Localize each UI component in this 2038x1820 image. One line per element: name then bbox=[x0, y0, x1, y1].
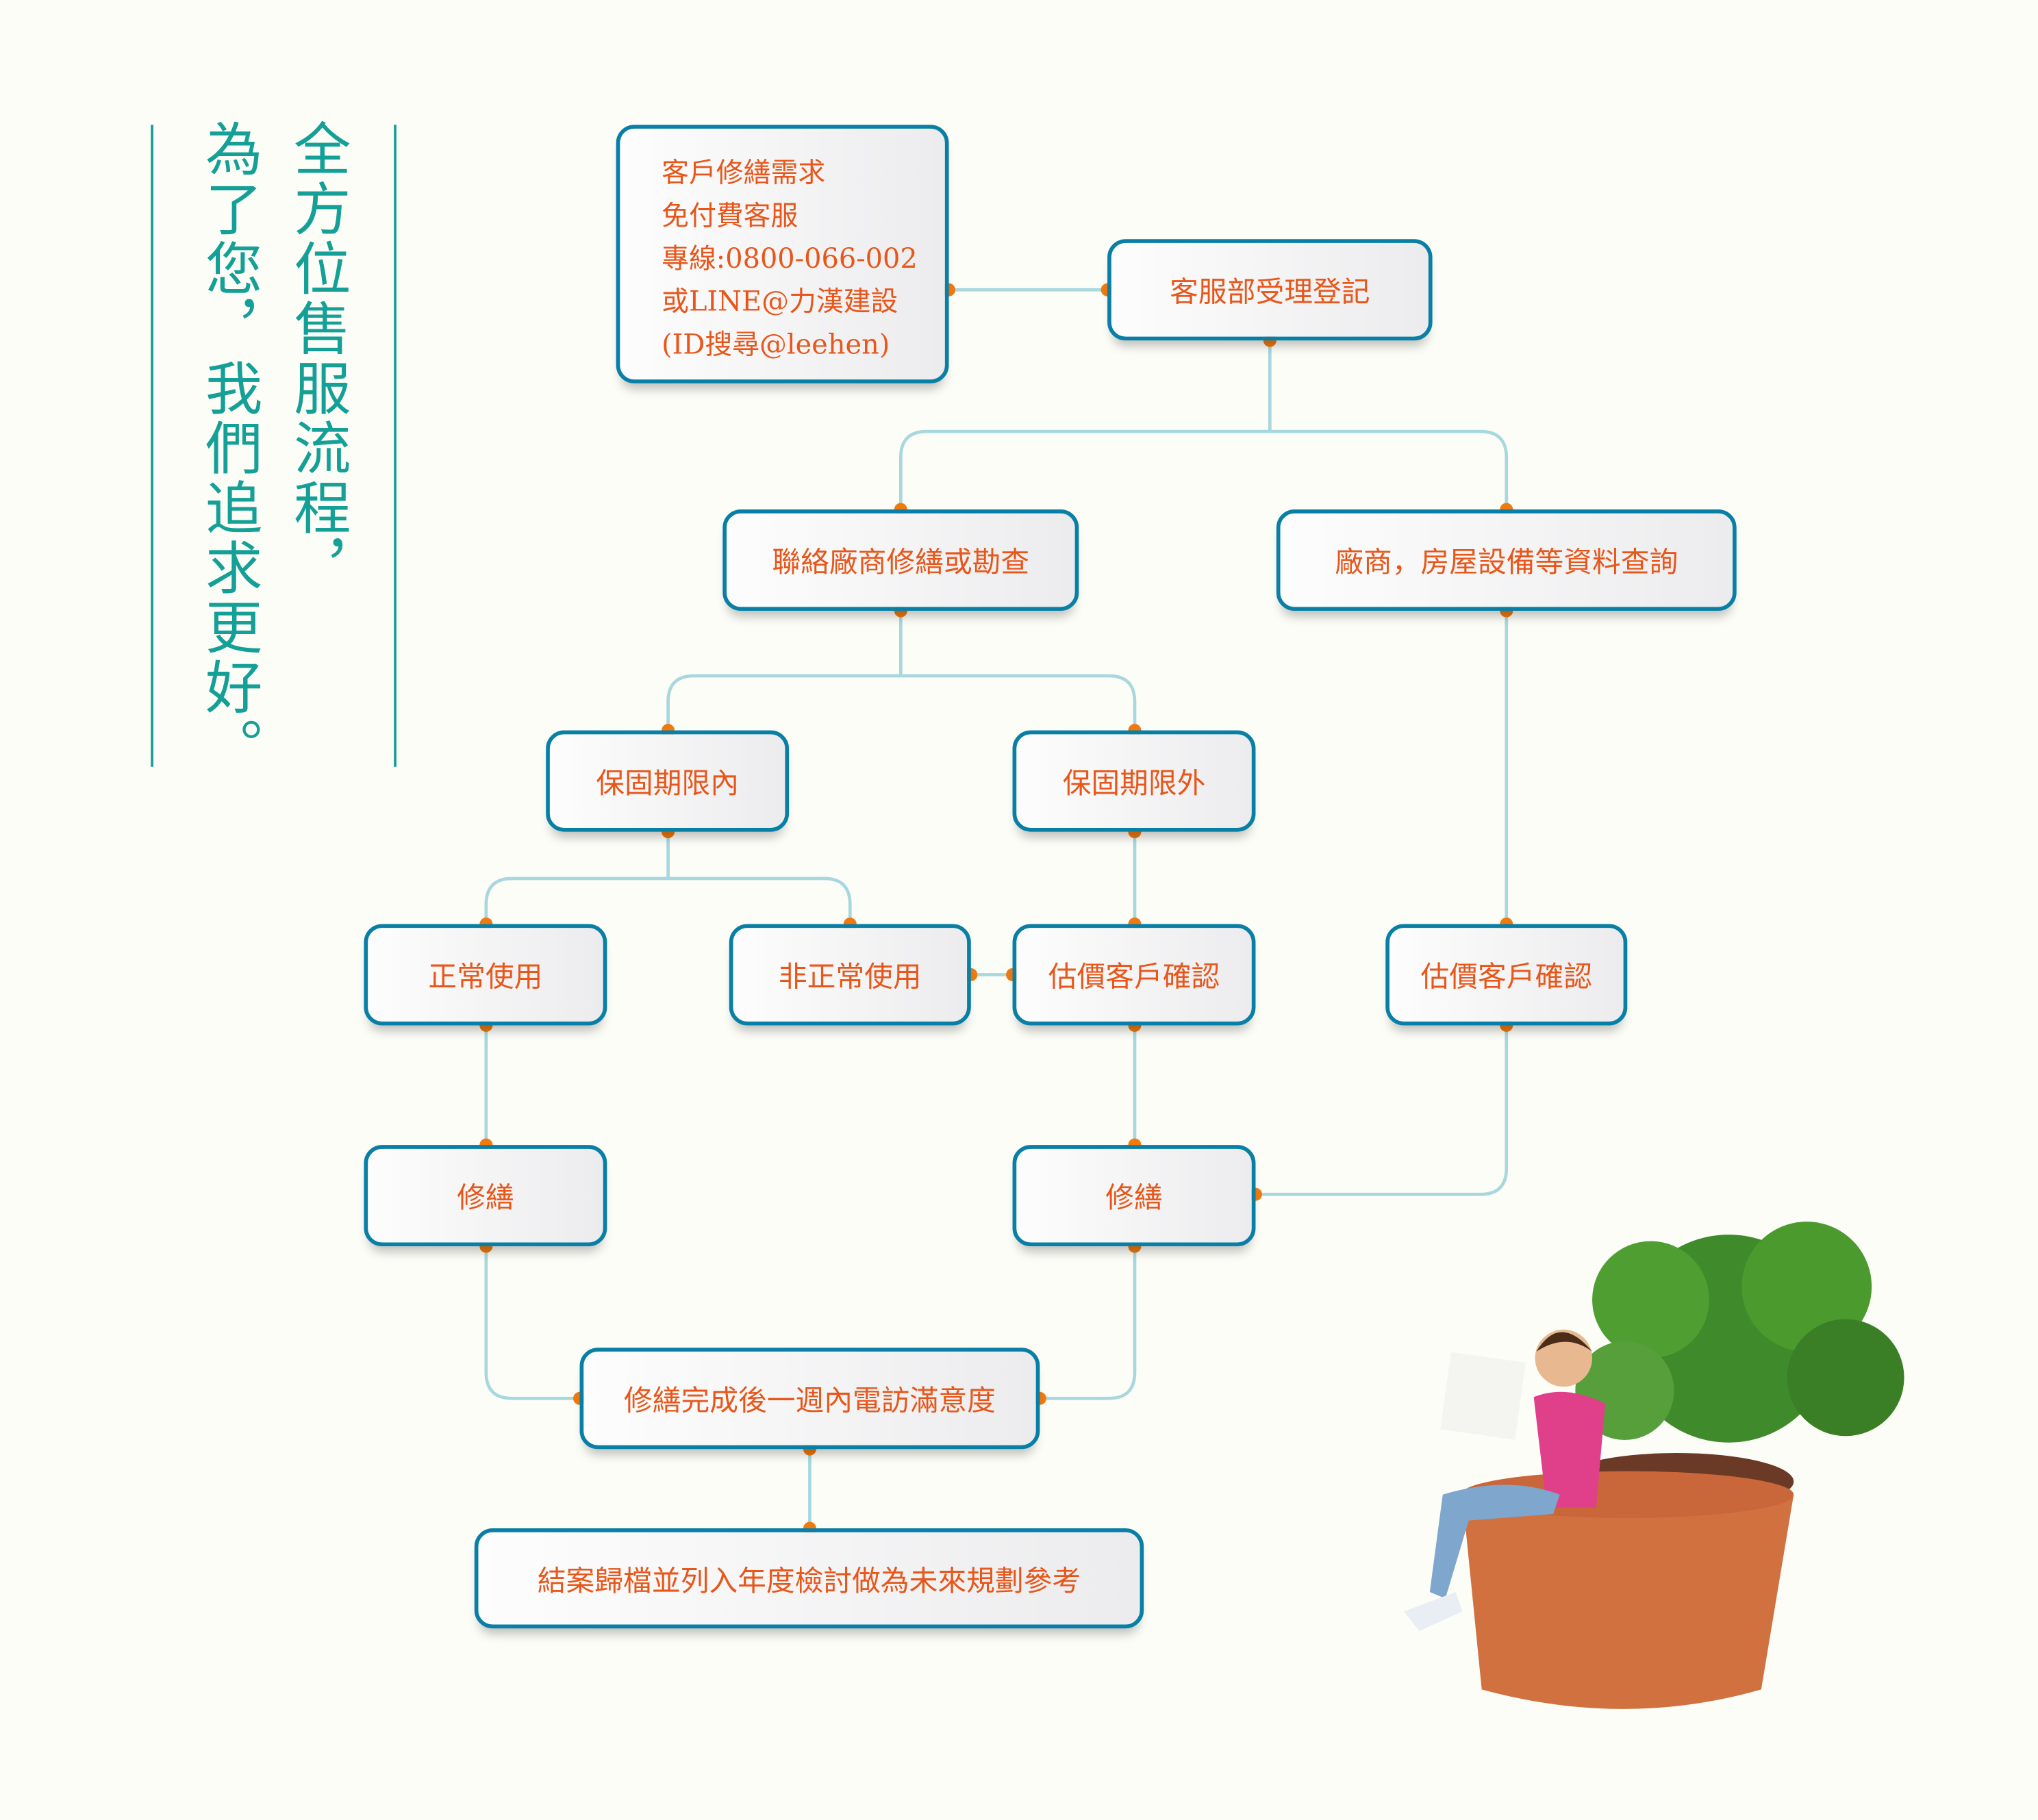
boy bbox=[1403, 1329, 1606, 1631]
intake-line: 客戶修繕需求 bbox=[662, 157, 826, 189]
step-in-warranty: 保固期限內 bbox=[546, 730, 790, 832]
step-close-archive: 結案歸檔並列入年度檢討做為未來規劃參考 bbox=[474, 1528, 1144, 1629]
plant-bush bbox=[1575, 1222, 1904, 1443]
step-quote-confirm-b: 估價客戶確認 bbox=[1385, 924, 1628, 1026]
intake-line: 免付費客服 bbox=[662, 200, 798, 231]
customer-request-box: 客戶修繕需求 免付費客服 專線:0800-066-002 或LINE@力漢建設 … bbox=[616, 125, 949, 383]
step-contact-vendor: 聯絡廠商修繕或勘查 bbox=[722, 509, 1079, 611]
step-register: 客服部受理登記 bbox=[1107, 239, 1433, 341]
step-vendor-query: 廠商，房屋設備等資料查詢 bbox=[1276, 509, 1737, 611]
title-line-2: 為了您，我們追求更好。 bbox=[194, 119, 262, 778]
step-repair-a: 修繕 bbox=[364, 1145, 607, 1247]
title-divider-left bbox=[151, 125, 153, 767]
step-normal-use: 正常使用 bbox=[364, 924, 607, 1026]
hotline-text: 專線:0800-066-002 bbox=[662, 242, 918, 275]
step-out-warranty: 保固期限外 bbox=[1012, 730, 1256, 832]
step-repair-b: 修繕 bbox=[1012, 1145, 1256, 1247]
step-satisfaction-survey: 修繕完成後一週內電訪滿意度 bbox=[579, 1348, 1040, 1450]
title-line-1: 全方位售服流程， bbox=[283, 119, 350, 598]
step-quote-confirm-a: 估價客戶確認 bbox=[1012, 924, 1256, 1026]
line-id-text: (ID搜尋@leehen) bbox=[662, 329, 890, 360]
flower-pot bbox=[1462, 1494, 1794, 1709]
line-at-text: 或LINE@力漢建設 bbox=[662, 286, 898, 318]
step-abnormal-use: 非正常使用 bbox=[729, 924, 971, 1026]
title-divider-right bbox=[394, 125, 397, 767]
